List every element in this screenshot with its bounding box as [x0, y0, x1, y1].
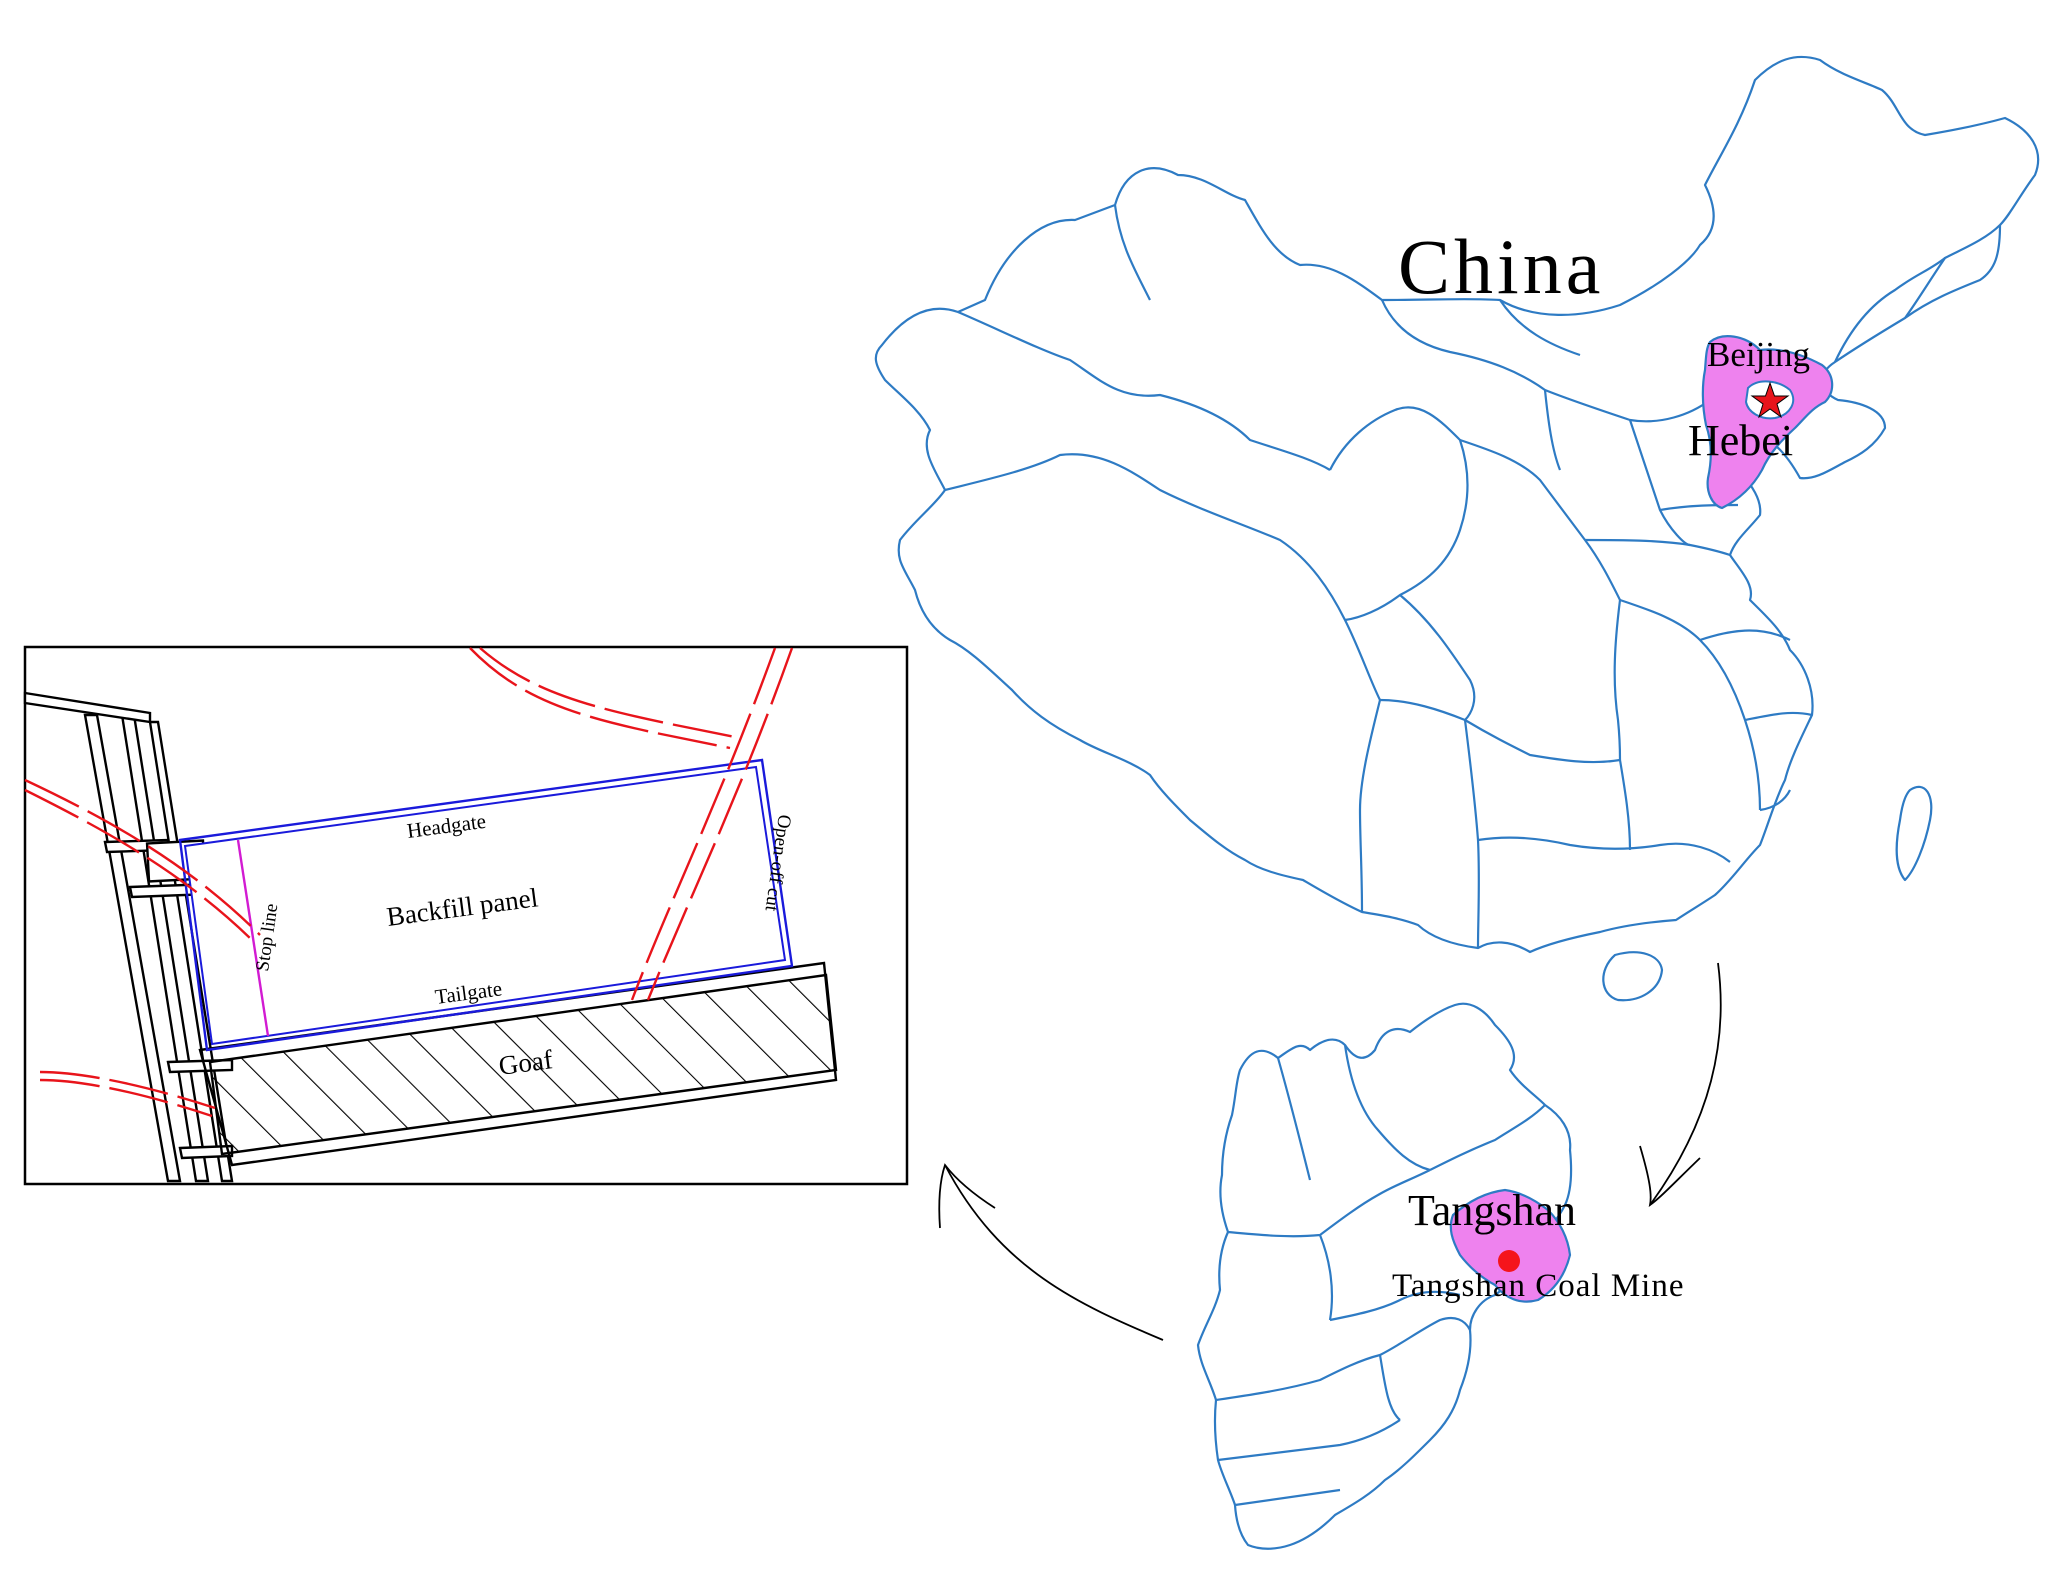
roadway-1: [83, 713, 182, 1183]
province-border-gansu: [1459, 389, 1621, 601]
mine-label: Tangshan Coal Mine: [1392, 1268, 1684, 1304]
province-border-northeast: [1834, 224, 2002, 363]
province-border-yunnan: [1358, 699, 1480, 949]
tangshan-shape: [1449, 1188, 1572, 1303]
backfill-panel: [178, 758, 794, 1052]
province-border-shanxi-henan: [1628, 419, 1739, 547]
fault-top-curve-b: [479, 647, 741, 740]
island-hainan: [1602, 951, 1664, 1002]
china-label: China: [1398, 223, 1604, 310]
fault-left-a: [24, 778, 261, 936]
hebei-outline: [1196, 1002, 1573, 1550]
hebei-label: Hebei: [1688, 416, 1793, 465]
hebei-border-south: [1217, 1290, 1461, 1507]
star-icon: [1750, 381, 1790, 419]
fault-bottom-a: [39, 1070, 216, 1110]
arrow-china-to-hebei: [1649, 962, 1722, 1206]
hebei-border-north: [1276, 1044, 1546, 1181]
tangshan-label: Tangshan: [1408, 1186, 1576, 1235]
goaf-label: Goaf: [497, 1044, 554, 1081]
china-outline: [874, 55, 2040, 954]
fault-top-curve-a: [469, 647, 731, 750]
beijing-label: Beijing: [1707, 335, 1810, 374]
hebei-map: Tangshan Tangshan Coal Mine: [1196, 1002, 1684, 1550]
roadway-top-left: [23, 691, 152, 724]
fault-left-b: [24, 788, 253, 941]
province-border-xinjiang: [957, 204, 1331, 471]
island-taiwan: [1895, 785, 1933, 882]
panel-inner-border: [183, 765, 787, 1046]
crosscut-4: [178, 1144, 234, 1160]
stop-line: [236, 839, 270, 1037]
china-map: China Beijing Hebei: [874, 55, 2040, 1002]
province-border-tibet: [944, 453, 1381, 701]
province-border-innermongolia: [1380, 299, 1756, 423]
province-border-sichuan: [1379, 594, 1621, 764]
fault-bottom-b: [39, 1078, 213, 1118]
mine-panel-inset: Headgate Tailgate Open-off cut Stop line…: [23, 645, 909, 1186]
province-border-guangxi-guangdong: [1477, 759, 1731, 863]
fault-diagonal-b: [646, 647, 794, 1001]
arrow-hebei-to-panel: [944, 1164, 1164, 1341]
panel-outer-border: [178, 758, 794, 1052]
province-border-qinghai: [1329, 406, 1469, 622]
arrowhead-china-to-hebei: [1639, 1145, 1701, 1208]
hebei-province-shape: [1701, 335, 1834, 510]
fault-diagonal-a: [630, 647, 777, 1001]
hebei-border-middle: [1215, 1169, 1471, 1402]
arrow-icon: [938, 962, 1722, 1341]
faults: [24, 647, 794, 1118]
arrowhead-hebei-to-panel: [938, 1163, 996, 1229]
province-border-east: [1699, 629, 1813, 812]
dot-icon: [1498, 1250, 1520, 1272]
